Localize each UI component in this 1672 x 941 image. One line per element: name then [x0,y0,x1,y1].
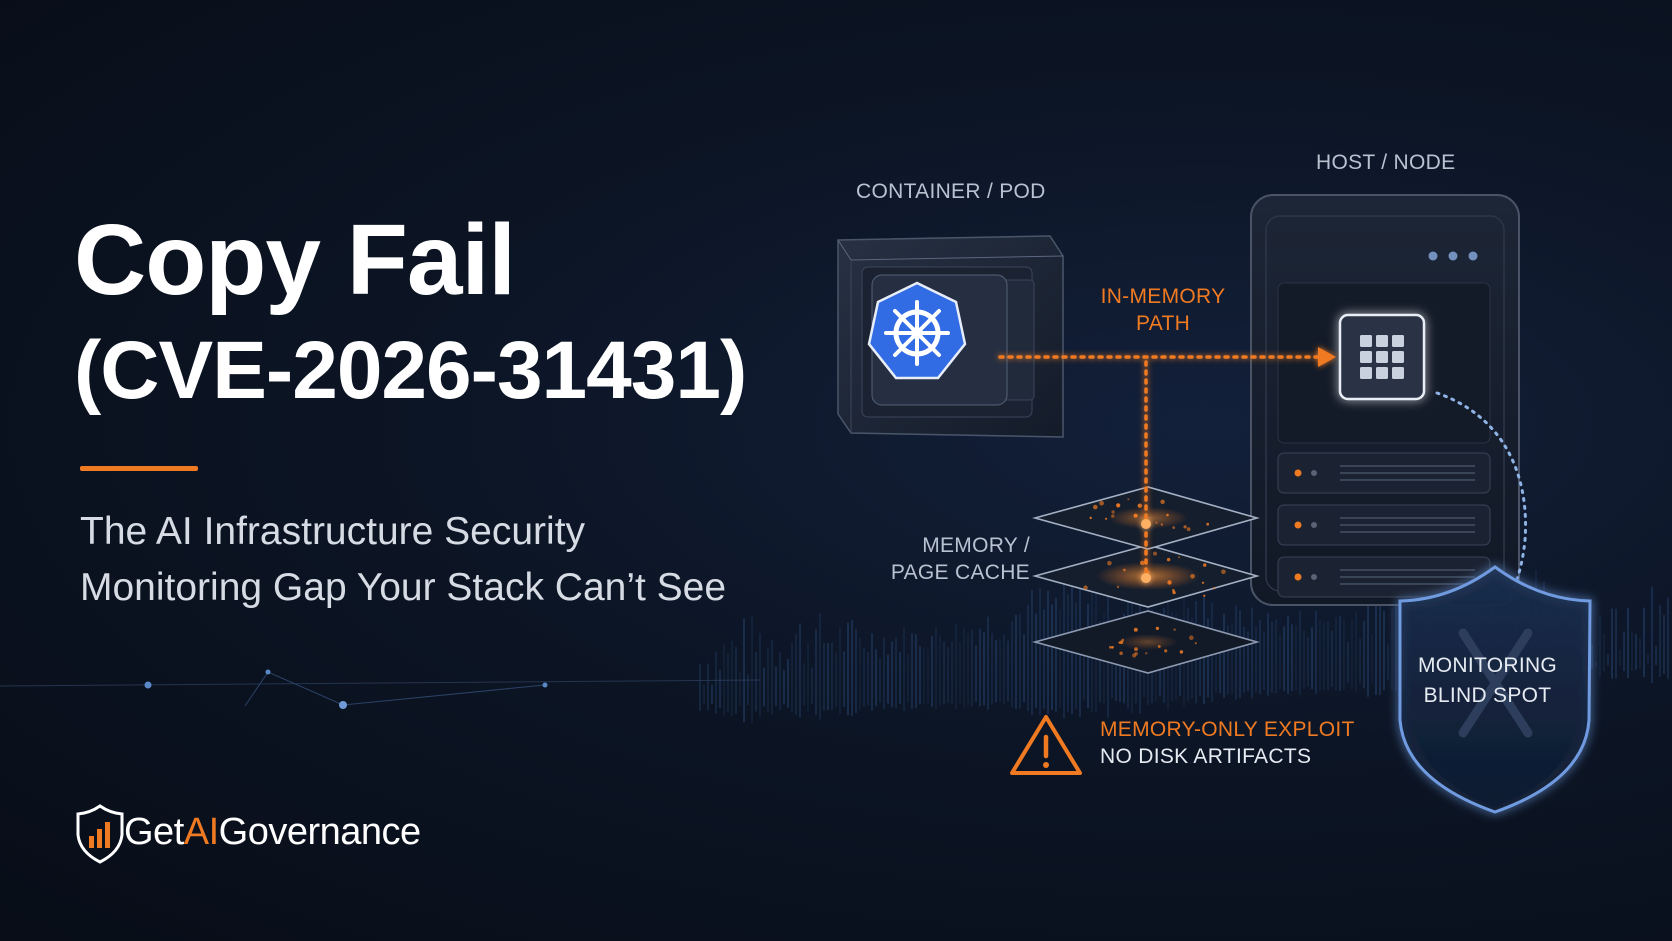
memory-particle [1173,628,1176,631]
memory-particle [1172,526,1176,529]
memory-particle [1178,556,1181,559]
memory-particle [1116,503,1121,508]
memory-particle [1111,514,1115,518]
memory-particle [1160,499,1165,504]
brand-wordmark: GetAIGovernance [124,809,421,855]
memory-particle [1190,574,1195,579]
memory-particle [1189,635,1194,640]
memory-particle [1134,647,1138,651]
memory-particle [1132,653,1137,658]
memory-particle [1111,510,1115,514]
memory-particle [1127,498,1130,501]
memory-particle [1186,527,1191,532]
memory-particle [1203,563,1207,567]
memory-particle [1194,642,1197,645]
page-title-cve: (CVE-2026-31431) [74,325,747,416]
chip-to-shield-link [1435,391,1528,600]
in-memory-path-label: IN-MEMORY PATH [1088,283,1238,337]
memory-particle [1153,551,1157,556]
memory-only-exploit-label: MEMORY-ONLY EXPLOIT [1100,718,1355,741]
memory-particle [1099,500,1104,506]
in-memory-path-label-line1: IN-MEMORY [1100,285,1226,308]
memory-particle [1140,560,1145,566]
subtitle-line2: Monitoring Gap Your Stack Can’t See [80,566,727,609]
memory-particle [1166,557,1171,562]
memory-particle [1137,503,1143,508]
memory-particle [1123,568,1126,572]
blind-spot-line2: BLIND SPOT [1423,684,1552,707]
shield-icon [1398,565,1592,814]
chip-icon [1338,313,1426,401]
memory-particle [1157,645,1161,648]
memory-particle [1166,513,1169,517]
brand-highlight: AI [183,811,219,853]
in-memory-path-arrow [998,347,1336,583]
memory-particle [1183,525,1187,529]
monitoring-blind-spot-label: MONITORING BLIND SPOT [1400,651,1575,711]
host-node-label: HOST / NODE [1316,151,1456,174]
container-pod-label: CONTAINER / POD [856,180,1046,203]
memory-particle [1093,504,1098,510]
memory-particle [1119,651,1123,656]
server-drive-bays [1277,452,1491,598]
blind-spot-line1: MONITORING [1417,654,1558,677]
memory-page-cache-label: MEMORY / PAGE CACHE [885,532,1030,586]
memory-particle [1107,560,1112,566]
memory-particle [1133,513,1138,518]
memory-particle [1155,521,1158,524]
subtitle-line1: The AI Infrastructure Security [80,510,586,553]
memory-particle [1213,587,1216,590]
memory-particle [1179,650,1184,654]
memory-particle [1221,569,1226,575]
memory-particle [1109,645,1112,649]
memory-particle [1206,522,1210,526]
brand-shield-logo [76,804,124,864]
memory-particle [1145,652,1148,655]
memory-particle [1119,640,1124,645]
brand-prefix: Get [124,811,184,853]
in-memory-path-label-line2: PATH [1135,312,1191,335]
memory-particle [1167,580,1172,585]
memory-particle [1203,594,1206,597]
memory-particle [1105,517,1108,520]
memory-particle [1164,649,1168,653]
no-disk-artifacts-label: NO DISK ARTIFACTS [1100,745,1312,768]
memory-particle [1133,627,1138,632]
brand-suffix: Governance [218,811,422,853]
memory-particle [1155,626,1159,631]
accent-divider [80,466,198,471]
memory-particle [1160,523,1164,526]
memory-particle [1111,646,1114,649]
kubernetes-icon [867,281,967,380]
memory-label-line2: PAGE CACHE [890,561,1030,584]
page-title-line1: Copy Fail [74,204,516,316]
warning-icon [1010,715,1082,775]
memory-particle [1083,585,1088,590]
background-network-line [0,669,761,709]
memory-label-line1: MEMORY / [922,534,1030,557]
memory-particle [1201,581,1205,584]
memory-particle [1116,585,1120,589]
memory-particle [1172,591,1176,595]
memory-particle [1089,516,1092,520]
memory-particle [1121,638,1125,642]
